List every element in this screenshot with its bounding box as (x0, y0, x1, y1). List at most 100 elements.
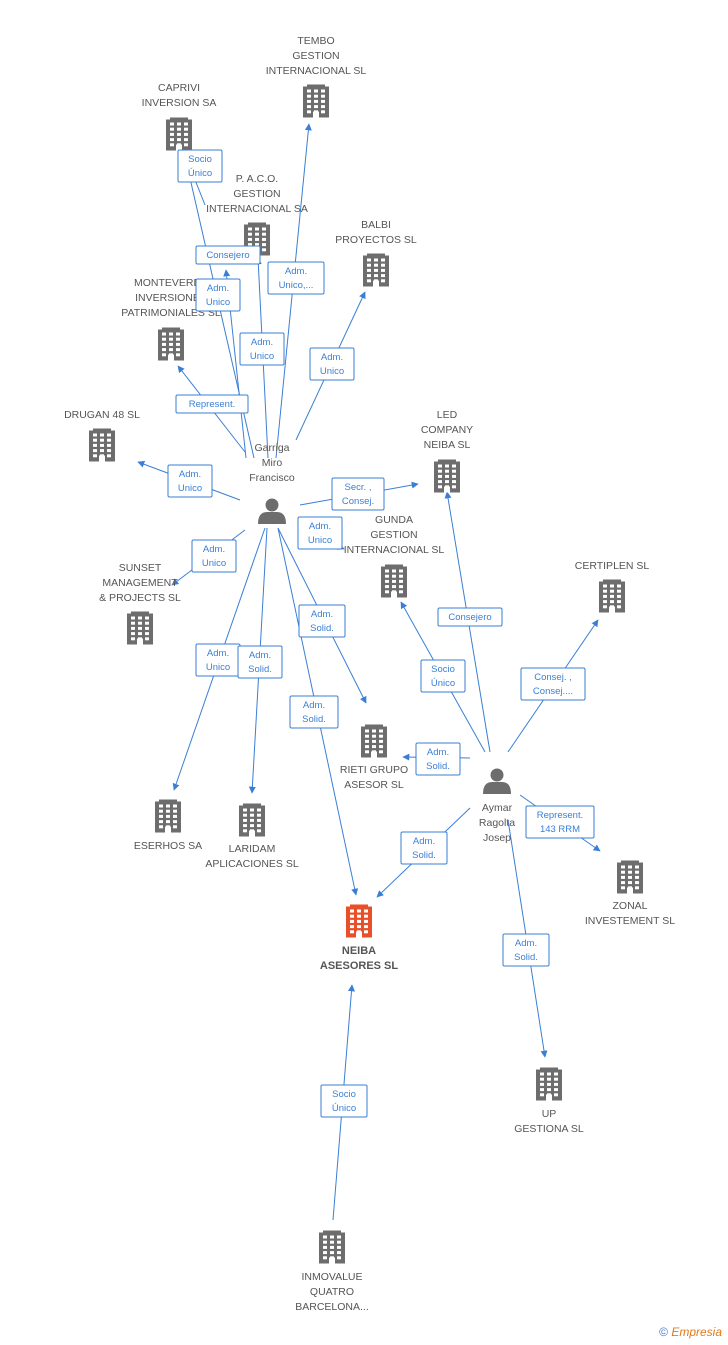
edge-label-text: Consej.... (533, 686, 573, 697)
brand-logo[interactable]: Empresia (671, 1325, 722, 1339)
edge-label-text: Unico (202, 558, 226, 569)
edge-label-garriga-rieti[interactable]: Adm.Unico (297, 516, 343, 550)
node-label: Miro (262, 457, 283, 469)
node-label: P. A.C.O. (236, 173, 278, 185)
node-drugan[interactable]: DRUGAN 48 SL (64, 409, 140, 462)
node-laridam[interactable]: LARIDAM APLICACIONES SL (205, 803, 299, 871)
edge-label-text: Adm. (203, 544, 225, 555)
edge-label-garriga-laridam[interactable]: Adm. Solid. (237, 645, 283, 679)
edge-label-text: Único (188, 168, 212, 179)
edge-label-garriga-paco[interactable]: Adm.Unico (239, 332, 285, 366)
edge-label-garriga-neiba[interactable]: Adm.Solid. (289, 695, 339, 729)
building-icon (617, 860, 643, 894)
node-label: LARIDAM (229, 843, 276, 855)
edge-label-text: Solid. (426, 761, 450, 772)
edge-label-garriga-eserhos[interactable]: Adm.Unico (195, 643, 241, 677)
edge-label-text: Adm. (251, 337, 273, 348)
node-label: GESTION (292, 50, 339, 62)
node-paco[interactable]: P. A.C.O. GESTION INTERNACIONAL SA (206, 173, 308, 256)
footer: © Empresia (659, 1325, 722, 1339)
node-label: CAPRIVI (158, 82, 200, 94)
node-label: SUNSET (119, 562, 162, 574)
person-icon (483, 768, 511, 794)
node-label: CERTIPLEN SL (575, 560, 650, 572)
edge-label-garriga-balbi[interactable]: Adm. Unico (309, 347, 355, 381)
node-label: ASESORES SL (320, 960, 399, 972)
node-certiplen[interactable]: CERTIPLEN SL (575, 560, 650, 613)
edge-label-aymar-zonal[interactable]: Represent.143 RRM (525, 805, 595, 839)
edge-label-text: Socio (431, 664, 455, 675)
building-icon (361, 724, 387, 758)
edge-label-text: Socio (332, 1089, 356, 1100)
building-icon (536, 1067, 562, 1101)
edge-label-text: Unico (308, 535, 332, 546)
node-eserhos[interactable]: ESERHOS SA (134, 799, 202, 853)
building-icon (166, 117, 192, 151)
edge-label-garriga-tembo[interactable]: Adm.Unico,... (267, 261, 325, 295)
edge-label-garriga-caprivi[interactable]: Consejero (195, 245, 261, 265)
node-label: TEMBO (297, 35, 334, 47)
node-label: APLICACIONES SL (205, 858, 299, 870)
node-label: INTERNACIONAL SL (344, 544, 445, 556)
node-label: Francisco (249, 472, 295, 484)
edge-label-text: Socio (188, 154, 212, 165)
edge-label-text: Secr. , (345, 482, 372, 493)
edge-label-garriga-rieti[interactable]: Adm.Solid. (298, 604, 346, 638)
edge-label-aymar-up[interactable]: Adm.Solid. (502, 933, 550, 967)
edge-label-aymar-led[interactable]: Consejero (437, 607, 503, 627)
building-icon (319, 1230, 345, 1264)
edge-label-garriga-led[interactable]: Secr. ,Consej. (331, 477, 385, 511)
node-tembo[interactable]: TEMBO GESTION INTERNACIONAL SL (266, 35, 367, 118)
edge-label-garriga-monteverde[interactable]: Represent. (175, 394, 249, 414)
building-icon (346, 904, 372, 938)
node-label: MANAGEMENT (102, 577, 178, 589)
edge-label-text: Unico,... (279, 280, 314, 291)
node-label: GESTION (233, 188, 280, 200)
edge-label-aymar-certiplen[interactable]: Consej. ,Consej.... (520, 667, 586, 701)
edge-label-text: Adm. (249, 650, 271, 661)
building-icon (239, 803, 265, 837)
node-label: UP (542, 1108, 557, 1120)
edge-label-garriga-paco[interactable]: Adm.Unico (195, 278, 241, 312)
edge-label-garriga-drugan[interactable]: Adm.Unico (167, 464, 213, 498)
node-label: BARCELONA... (295, 1301, 369, 1313)
node-label: Josep (483, 832, 511, 844)
edge-label-text: Adm. (303, 700, 325, 711)
edge-label-garriga-sunset[interactable]: Adm. Unico (191, 539, 237, 573)
edge-label-aymar-neiba[interactable]: Adm.Solid. (400, 831, 448, 865)
edge-label-text: Consejero (448, 612, 491, 623)
node-label: INTERNACIONAL SL (266, 65, 367, 77)
edge-label-aymar-rieti[interactable]: Adm.Solid. (415, 742, 461, 776)
node-label: PROYECTOS SL (335, 234, 417, 246)
edge-label-text: Adm. (207, 283, 229, 294)
building-icon (303, 84, 329, 118)
edge-label-text: Solid. (310, 623, 334, 634)
edge-label-text: Único (332, 1103, 356, 1114)
node-inmovalue[interactable]: INMOVALUEQUATROBARCELONA... (295, 1230, 369, 1314)
node-label: GESTION (370, 529, 417, 541)
node-label: MONTEVERDE (134, 277, 208, 289)
edge-label-text: Unico (320, 366, 344, 377)
edge-label-text: Adm. (321, 352, 343, 363)
node-label: INTERNACIONAL SA (206, 203, 308, 215)
building-icon (381, 564, 407, 598)
edge-label-text: Solid. (248, 664, 272, 675)
edge-label-text: Adm. (207, 648, 229, 659)
node-label: Garriga (254, 442, 289, 454)
edge-labels-layer: Adm.Unico,...ConsejeroSocioÚnicoAdm.Unic… (167, 149, 595, 1118)
